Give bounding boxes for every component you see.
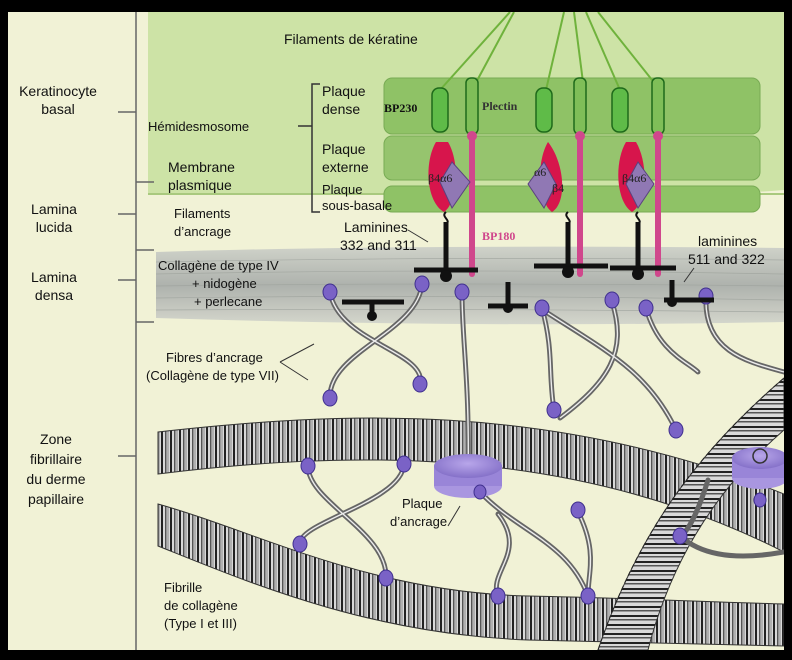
label-filaments-1: Filaments [174, 206, 231, 221]
label-b4a6-1: β4α6 [428, 171, 452, 185]
label-fibrille-2: de collagène [164, 598, 238, 613]
label-plasmique: plasmique [168, 177, 232, 193]
label-collagen-iv-3: + perlecane [194, 294, 262, 309]
label-laminines-1: Laminines [344, 219, 408, 235]
label-laminines-3: laminines [698, 233, 757, 249]
label-b4: β4 [552, 181, 564, 195]
label-plectin: Plectin [482, 99, 518, 113]
basement-membrane-diagram: Filaments de kératine Keratinocyte basal… [8, 12, 784, 650]
label-plaque-dense-2: dense [322, 101, 360, 117]
label-lamina-lucida-1: Lamina [31, 201, 77, 217]
label-laminines-4: 511 and 322 [688, 251, 765, 267]
label-plaque-externe-1: Plaque [322, 141, 366, 157]
label-fibrille-1: Fibrille [164, 580, 202, 595]
label-laminines-2: 332 and 311 [340, 237, 417, 253]
diagram-canvas: Filaments de kératine Keratinocyte basal… [8, 12, 784, 650]
label-plaque-sb-2: sous-basale [322, 198, 392, 213]
label-lamina-densa-2: densa [35, 287, 73, 303]
label-fibres-1: Fibres d’ancrage [166, 350, 263, 365]
label-bp180: BP180 [482, 229, 515, 243]
label-lamina-lucida-2: lucida [36, 219, 73, 235]
label-keratin: Filaments de kératine [284, 31, 418, 47]
label-zone-2: fibrillaire [30, 451, 82, 467]
label-plaque-ancrage-1: Plaque [402, 496, 442, 511]
label-basal: basal [41, 101, 74, 117]
label-collagen-iv-1: Collagène de type IV [158, 258, 279, 273]
label-b4a6-2: β4α6 [622, 171, 646, 185]
label-zone-4: papillaire [28, 491, 84, 507]
label-collagen-iv-2: + nidogène [192, 276, 257, 291]
label-hemidesmosome: Hémidesmosome [148, 119, 249, 134]
label-plaque-sb-1: Plaque [322, 182, 362, 197]
label-plaque-externe-2: externe [322, 159, 369, 175]
label-a6: α6 [534, 165, 546, 179]
label-membrane: Membrane [168, 159, 235, 175]
label-plaque-dense-1: Plaque [322, 83, 366, 99]
label-zone-3: du derme [26, 471, 85, 487]
label-filaments-2: d’ancrage [174, 224, 231, 239]
label-bp230: BP230 [384, 101, 417, 115]
label-zone-1: Zone [40, 431, 72, 447]
anchoring-plaque [732, 447, 784, 489]
label-fibrille-3: (Type I et III) [164, 616, 237, 631]
label-fibres-2: (Collagène de type VII) [146, 368, 279, 383]
label-lamina-densa-1: Lamina [31, 269, 77, 285]
label-keratinocyte: Keratinocyte [19, 83, 97, 99]
anchoring-plaque [434, 454, 502, 498]
label-plaque-ancrage-2: d’ancrage [390, 514, 447, 529]
